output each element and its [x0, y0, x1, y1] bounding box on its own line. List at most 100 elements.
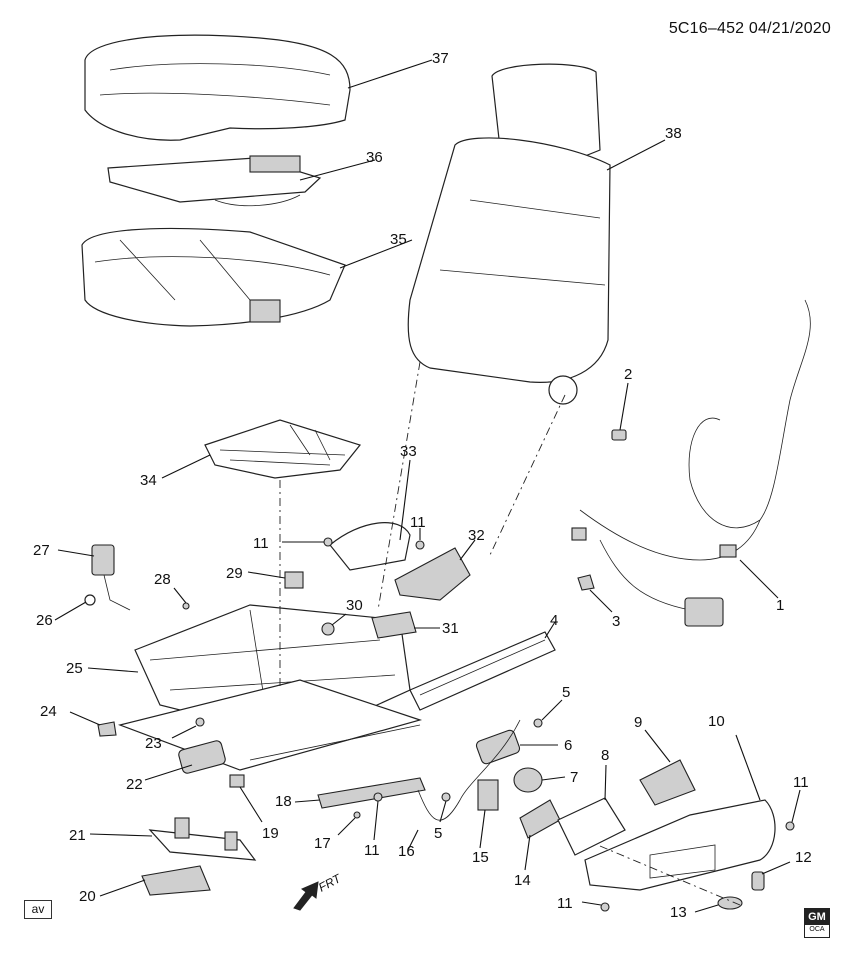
fastener-11-d — [785, 821, 795, 831]
callout-30: 30 — [346, 597, 363, 614]
leader-13 — [694, 904, 719, 913]
fastener-11-c — [373, 792, 383, 802]
seat-suspension-mat — [204, 419, 362, 479]
seat-switch-14 — [519, 799, 561, 839]
callout-14: 14 — [514, 872, 531, 889]
callout-33: 33 — [400, 443, 417, 460]
callout-5b: 5 — [434, 825, 442, 842]
callout-11a: 11 — [253, 535, 269, 552]
leader-5a — [541, 699, 563, 721]
leader-3 — [589, 589, 613, 613]
callout-11c: 11 — [364, 842, 380, 859]
callout-21: 21 — [69, 827, 86, 844]
leader-2 — [619, 382, 629, 431]
seat-heater-pad — [107, 155, 322, 207]
recliner-cover-bracket — [284, 522, 471, 601]
gm-logo: GM OCA — [804, 908, 830, 938]
callout-6: 6 — [564, 737, 572, 754]
leader-23 — [171, 725, 197, 739]
bracket-31 — [371, 611, 417, 639]
view-badge: av — [24, 900, 52, 919]
callout-5a: 5 — [562, 684, 570, 701]
leader-11e — [581, 901, 602, 906]
callout-23: 23 — [145, 735, 162, 752]
shield-trim-12 — [751, 871, 765, 891]
leader-24 — [69, 711, 101, 726]
alignment-line-b — [489, 394, 566, 556]
diagram-code: 5C16–452 04/21/2020 — [668, 20, 831, 37]
leader-27 — [57, 549, 95, 557]
front-trim-panel — [141, 865, 211, 896]
leader-25 — [87, 667, 139, 673]
callout-10: 10 — [708, 713, 725, 730]
callout-32: 32 — [468, 527, 485, 544]
cap-24 — [97, 721, 117, 737]
leader-7 — [541, 776, 566, 781]
callout-7: 7 — [570, 769, 578, 786]
seat-belt-buckle — [84, 544, 131, 611]
leader-30 — [331, 613, 347, 626]
leader-32 — [459, 539, 476, 561]
leader-37 — [347, 59, 433, 89]
leader-8 — [604, 764, 607, 801]
seat-back — [407, 63, 611, 405]
callout-4: 4 — [550, 612, 558, 629]
alignment-line-d — [599, 845, 741, 906]
actuator-rod — [417, 719, 521, 821]
leader-36 — [299, 159, 376, 181]
front-adjuster-bracket — [148, 817, 257, 861]
leader-21 — [89, 833, 153, 837]
leader-18 — [294, 799, 321, 803]
seat-switch-15 — [477, 779, 499, 811]
fastener-11-e — [600, 902, 610, 912]
leader-4 — [544, 621, 556, 639]
bolt-2 — [611, 429, 627, 441]
seat-cushion-cover — [84, 34, 351, 141]
nut-30 — [321, 622, 335, 636]
callout-20: 20 — [79, 888, 96, 905]
leader-35 — [339, 239, 413, 269]
callout-16: 16 — [398, 843, 415, 860]
leader-1 — [739, 559, 779, 599]
callout-1: 1 — [776, 597, 784, 614]
bolt-23 — [195, 717, 205, 727]
callout-28: 28 — [154, 571, 171, 588]
leader-10 — [735, 734, 761, 801]
screw-17 — [353, 811, 361, 819]
fastener-11-b — [415, 540, 425, 550]
gm-logo-subtext: OCA — [809, 926, 825, 933]
leader-9 — [644, 729, 671, 763]
callout-13: 13 — [670, 904, 687, 921]
leader-33 — [399, 459, 411, 541]
callout-17: 17 — [314, 835, 331, 852]
callout-25: 25 — [66, 660, 83, 677]
fastener-5-b — [441, 792, 451, 802]
front-direction-arrow — [293, 881, 319, 911]
callout-29: 29 — [226, 565, 243, 582]
leader-34 — [161, 454, 211, 479]
callout-11d: 11 — [793, 774, 809, 791]
fastener-11-a — [323, 537, 333, 547]
callout-36: 36 — [366, 149, 383, 166]
shield-trim-13 — [717, 896, 743, 910]
gm-logo-text: GM — [805, 909, 829, 925]
callout-18: 18 — [275, 793, 292, 810]
alignment-line-a — [377, 361, 421, 611]
leader-15 — [479, 809, 486, 849]
leader-19 — [239, 786, 263, 823]
callout-24: 24 — [40, 703, 57, 720]
callout-11b: 11 — [410, 514, 426, 531]
callout-19: 19 — [262, 825, 279, 842]
callout-8: 8 — [601, 747, 609, 764]
leader-22 — [144, 764, 193, 781]
leader-14 — [524, 834, 531, 871]
seat-side-shield — [584, 799, 776, 891]
callout-34: 34 — [140, 472, 157, 489]
leader-16 — [407, 829, 419, 851]
seat-track-rail — [409, 631, 556, 711]
callout-2: 2 — [624, 366, 632, 383]
leader-11c — [373, 800, 379, 841]
nut-3 — [577, 574, 595, 591]
callout-38: 38 — [665, 125, 682, 142]
